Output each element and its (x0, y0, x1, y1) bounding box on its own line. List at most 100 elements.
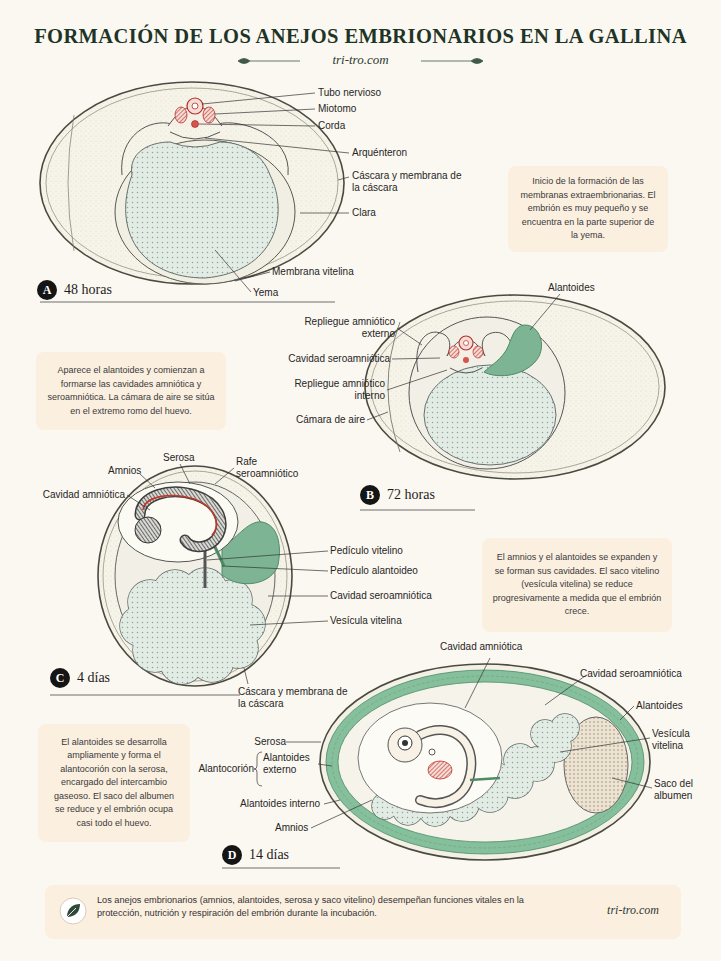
footer-text: Los anejos embrionarios (amnios, alantoi… (97, 894, 557, 921)
footer-site: tri-tro.com (607, 903, 659, 917)
leader-line (222, 868, 340, 869)
egg-14d (320, 664, 650, 860)
egg-14d (402, 740, 408, 746)
egg-14d (358, 703, 502, 813)
leader-line (222, 658, 652, 868)
leaf-icon (60, 898, 86, 924)
egg-14d (388, 728, 422, 762)
egg-4d (135, 517, 161, 543)
egg-4d (214, 545, 224, 566)
egg-48h (170, 132, 220, 139)
leader-line (560, 738, 650, 752)
egg-72h (459, 336, 473, 350)
egg-48h (175, 107, 187, 123)
egg-48h (126, 142, 279, 278)
description-text: Aparece el alantoides y comienzan a form… (46, 364, 216, 418)
leader-line (620, 706, 634, 720)
leader-line (324, 800, 340, 804)
leader-line (268, 596, 328, 597)
stage-letter: B (360, 485, 380, 505)
leader-line (300, 213, 349, 214)
leader-line (360, 510, 475, 511)
egg-4d (120, 568, 265, 684)
egg-14d (398, 736, 412, 750)
part-label: Alantoides (548, 282, 595, 294)
part-label: Alantoides (636, 700, 683, 712)
leader-line (215, 109, 315, 114)
part-label: Cavidad seroamniótica (330, 590, 432, 602)
leader-line (311, 800, 372, 828)
part-label: Alantocorión (188, 763, 254, 775)
egg-72h (409, 317, 565, 469)
description-text: Inicio de la formación de las membranas … (518, 175, 658, 243)
egg-14d (470, 778, 500, 780)
description-box: El amnios y el alantoides se expanden y … (482, 538, 672, 632)
egg-48h (192, 103, 198, 109)
leader-line (397, 328, 422, 345)
leader-line (140, 474, 155, 488)
site-subtitle: tri-tro.com (300, 52, 421, 68)
part-label: Alantoides externo (263, 752, 318, 776)
part-label: Cavidad seroamniótica (580, 668, 682, 680)
stage-time: 48 horas (64, 282, 112, 299)
part-label: Tubo nervioso (318, 87, 381, 99)
leaf-icon (59, 897, 87, 925)
egg-48h (187, 98, 203, 114)
stage-time: 72 horas (387, 487, 435, 504)
egg-14d (326, 670, 644, 854)
leader-line (40, 302, 335, 303)
leader-line (338, 177, 349, 180)
leader-line (530, 294, 560, 330)
egg-14d (429, 749, 435, 755)
egg-4d (120, 568, 265, 684)
part-label: Rafe seroamniótico (236, 456, 316, 480)
egg-48h (40, 82, 344, 284)
stage-letter: D (222, 845, 242, 865)
subtitle-ornament (238, 59, 250, 64)
leader-line (127, 495, 150, 510)
egg-72h (464, 341, 469, 346)
part-label: Cáscara y membrana de la cáscara (352, 170, 462, 194)
part-label: Amnios (108, 465, 141, 477)
egg-48h (68, 115, 74, 251)
stage-badge: B 72 horas (360, 485, 435, 505)
stage-badge: C4 días (50, 668, 110, 688)
description-box: El alantoides se desarrolla ampliamente … (38, 724, 190, 842)
egg-72h (463, 357, 469, 363)
leader-line (215, 468, 234, 484)
leader-line (286, 742, 321, 743)
part-label: Repliegue amniótico interno (290, 378, 385, 402)
leader-line (207, 551, 328, 560)
egg-72h (388, 322, 400, 452)
leader-line (465, 658, 490, 708)
egg-72h (449, 346, 459, 358)
leader-line (50, 695, 240, 696)
part-label: Pedículo alantoideo (330, 565, 418, 577)
part-label: Cámara de aire (285, 414, 365, 426)
subtitle-ornament (250, 61, 300, 62)
part-label: Vesícula vitelina (330, 615, 402, 627)
part-label: Clara (352, 207, 376, 219)
part-label: Arquénteron (352, 147, 407, 159)
stage-letter: C (50, 668, 70, 688)
egg-14d (332, 676, 638, 848)
part-label: Yema (253, 287, 278, 299)
egg-48h (203, 107, 215, 123)
egg-48h (46, 88, 338, 278)
subtitle-ornament (471, 59, 483, 64)
title: FORMACIÓN DE LOS ANEJOS EMBRIONARIOS EN … (0, 24, 721, 49)
leader-line (222, 566, 328, 571)
egg-48h (192, 121, 199, 128)
egg-14d (420, 730, 471, 803)
leader-line (215, 250, 251, 292)
leader-line (367, 412, 388, 420)
egg-72h (484, 325, 542, 376)
leader-line (612, 778, 652, 788)
stage-badge: A 48 horas (37, 280, 112, 300)
egg-14d (320, 664, 650, 860)
leaf-icon (67, 904, 80, 917)
stage-letter: A (37, 280, 57, 300)
leader-line (545, 676, 585, 705)
subtitle-ornament (421, 61, 471, 62)
